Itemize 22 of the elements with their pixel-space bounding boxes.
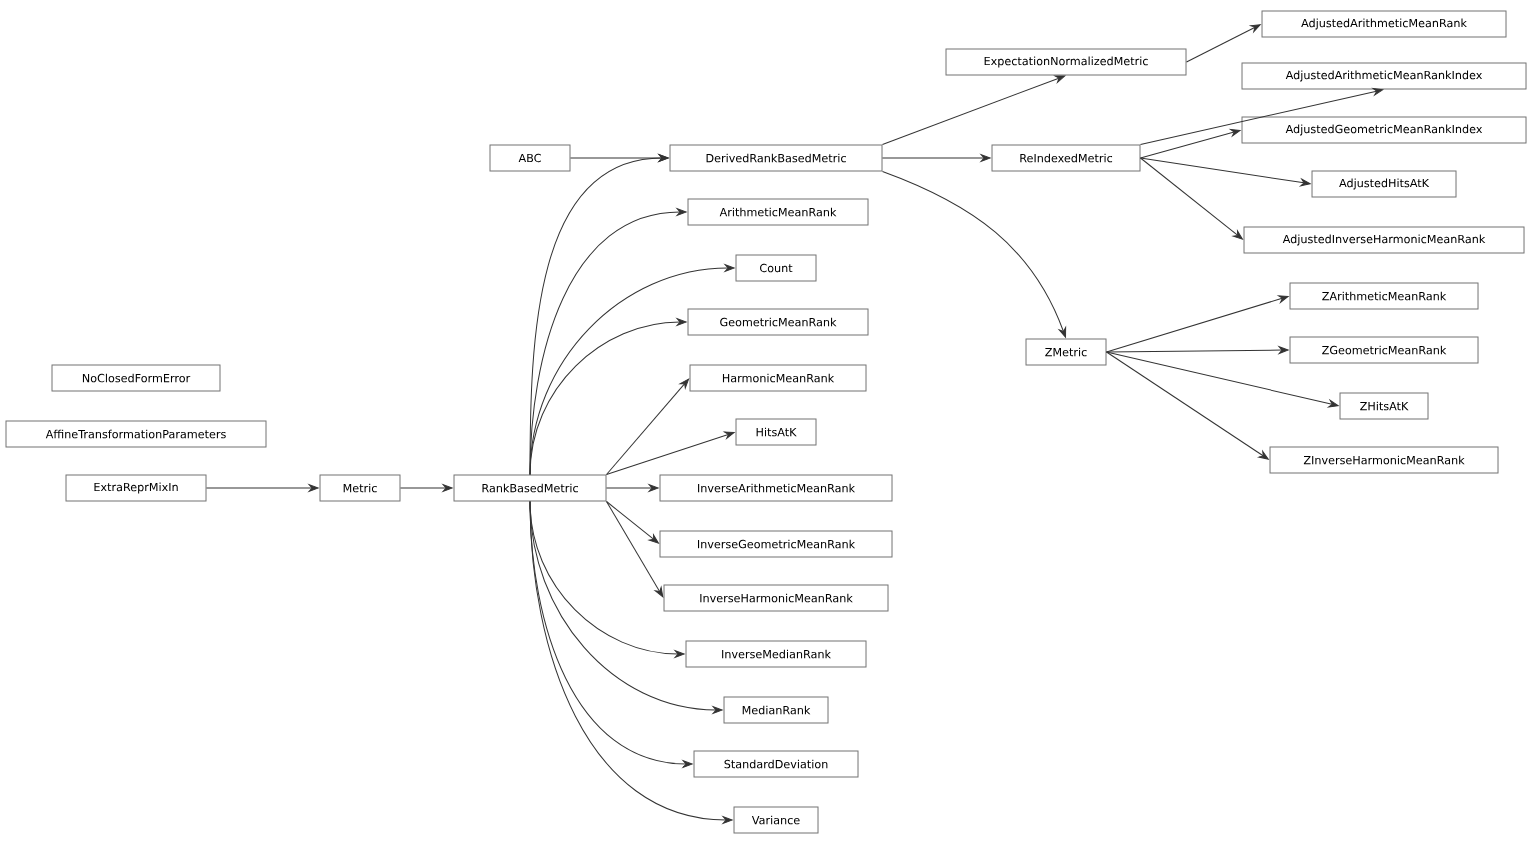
arrow [606, 484, 659, 492]
arrow [606, 501, 664, 598]
arrow [882, 75, 1066, 145]
arrow [1106, 346, 1289, 354]
arrow [1140, 129, 1241, 159]
arrow [882, 154, 991, 162]
arrow [1186, 24, 1261, 63]
arrow [529, 501, 733, 824]
arrow [606, 501, 659, 544]
arrow [1106, 295, 1289, 353]
arrow [529, 264, 735, 475]
arrow [606, 431, 735, 475]
arrow [606, 378, 690, 475]
arrow [400, 484, 453, 492]
arrow [529, 318, 687, 475]
arrow [1140, 157, 1243, 240]
arrow [1140, 157, 1311, 187]
arrow [1140, 88, 1384, 145]
arrow [882, 171, 1067, 338]
arrow [206, 484, 319, 492]
arrow [1106, 351, 1339, 408]
arrow [1106, 351, 1269, 460]
